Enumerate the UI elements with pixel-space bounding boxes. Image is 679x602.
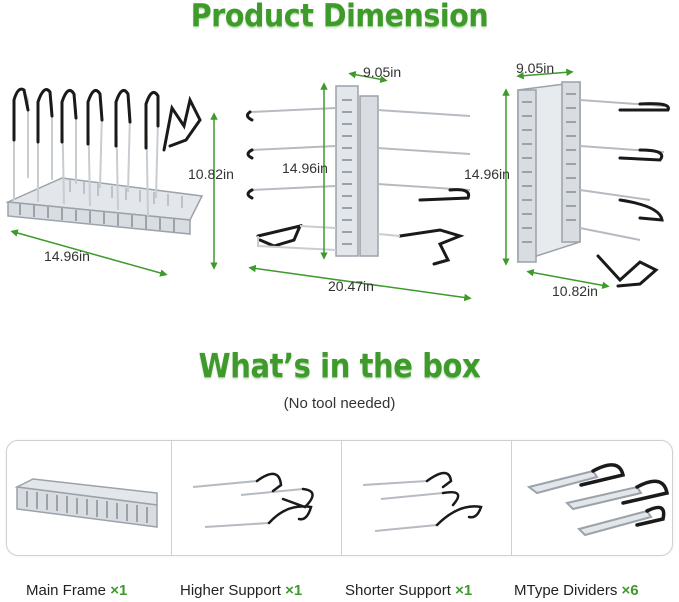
- section-title-product-dimension: Product Dimension: [190, 0, 489, 34]
- dimension-length-label: 20.47in: [328, 278, 374, 294]
- item-quantity: ×1: [285, 582, 303, 599]
- dimension-depth-label: 10.82in: [552, 283, 598, 299]
- box-contents-panel: [6, 440, 673, 556]
- higher-support-image: [192, 472, 314, 528]
- panel-divider: [171, 441, 172, 555]
- main-frame-image: [14, 478, 158, 528]
- section-title-whats-in-the-box: What’s in the box: [198, 346, 481, 385]
- dimension-width-label: 9.05in: [516, 60, 555, 76]
- dimension-height-label: 14.96in: [464, 166, 510, 182]
- box-item-higher-support: Higher Support ×1: [180, 582, 302, 599]
- item-quantity: ×1: [110, 582, 128, 599]
- item-quantity: ×1: [455, 582, 473, 599]
- panel-divider: [511, 441, 512, 555]
- rack-side-view-image: [245, 71, 472, 302]
- rack-corner-view-image: [502, 68, 670, 290]
- section-subtitle: (No tool needed): [283, 395, 396, 412]
- rack-front-view-image: [5, 87, 218, 277]
- box-items-illustrations: [14, 463, 670, 537]
- panel-divider: [341, 441, 342, 555]
- dimension-width-label: 9.05in: [363, 64, 402, 80]
- shorter-support-image: [362, 471, 483, 532]
- box-item-shorter-support: Shorter Support ×1: [345, 582, 472, 599]
- item-name: MType Dividers: [514, 582, 618, 599]
- mtype-dividers-image: [526, 463, 670, 537]
- box-item-mtype-dividers: MType Dividers ×6: [514, 582, 639, 599]
- dimension-height-label: 10.82in: [188, 166, 234, 182]
- box-item-main-frame: Main Frame ×1: [26, 582, 127, 599]
- product-dimension-illustrations: [5, 68, 670, 302]
- dimension-depth-label: 14.96in: [44, 248, 90, 264]
- item-name: Main Frame: [26, 582, 107, 599]
- item-quantity: ×6: [621, 582, 639, 599]
- dimension-height-label: 14.96in: [282, 160, 328, 176]
- item-name: Shorter Support: [345, 582, 451, 599]
- item-name: Higher Support: [180, 582, 281, 599]
